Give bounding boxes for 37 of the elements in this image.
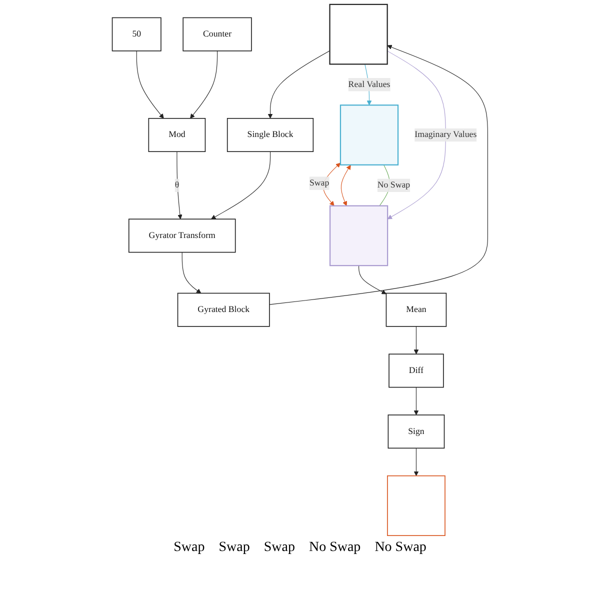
- edge-label: Swap: [309, 178, 330, 188]
- arrow: [340, 164, 351, 206]
- node-box: Diff: [388, 354, 444, 388]
- signal-label: Swap: [174, 540, 205, 556]
- arrow: [322, 162, 341, 206]
- arrow: [269, 44, 488, 305]
- node-box: [329, 4, 388, 65]
- edge-label: θ: [174, 180, 180, 190]
- signal-label: No Swap: [308, 540, 361, 556]
- arrow: [136, 50, 164, 119]
- signal-label: Swap: [218, 540, 250, 556]
- arrow: [190, 50, 218, 119]
- node-box: [387, 475, 446, 536]
- node-box: Mean: [386, 292, 447, 327]
- edge-label: Real Values: [348, 80, 390, 90]
- node-box: Gyrated Block: [177, 292, 270, 327]
- arrow: [210, 151, 271, 220]
- node-box: Single Block: [226, 118, 314, 152]
- arrow: [182, 252, 202, 294]
- signal-label: Swap: [264, 540, 295, 556]
- node-box: Sign: [388, 414, 445, 449]
- node-box: Mod: [148, 118, 206, 152]
- node-box: [340, 104, 399, 166]
- signal-label: No Swap: [374, 540, 426, 556]
- arrow: [387, 50, 446, 220]
- arrow: [414, 448, 419, 476]
- node-box: [329, 205, 388, 266]
- edge-label: No Swap: [377, 180, 410, 190]
- node-box: Counter: [182, 17, 252, 52]
- arrow: [268, 50, 330, 119]
- arrow: [414, 387, 419, 416]
- arrow: [358, 265, 386, 294]
- node-box: Gyrator Transform: [128, 218, 236, 253]
- arrow: [414, 326, 419, 354]
- node-box: 50: [112, 17, 162, 52]
- arrow: [176, 151, 182, 220]
- edge-label: Imaginary Values: [414, 130, 477, 140]
